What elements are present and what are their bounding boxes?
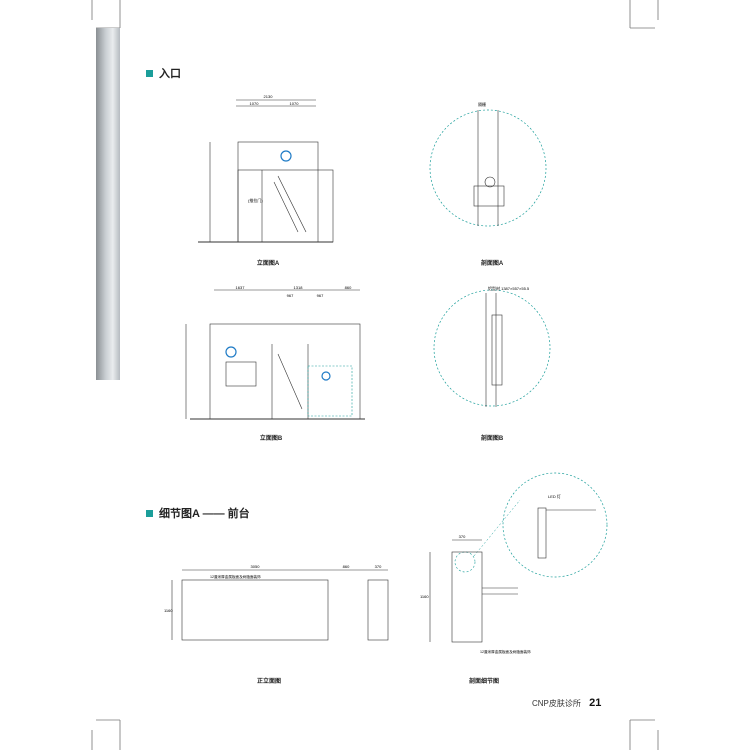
caption-front-elevation: 正立面图 xyxy=(256,679,281,685)
caption-elev-a: 立面图A xyxy=(256,261,280,267)
front-side1-dim: 860 xyxy=(343,564,350,569)
section-a-drawing: 隔栅 xyxy=(429,101,547,227)
section-detail-drawing: LED 灯 370 1160 12厘米厚金属板面及树脂面装饰 xyxy=(420,472,608,654)
elev-b-dim-2: 1318 xyxy=(294,285,304,290)
elevation-a-drawing: 2130 1070 1070 (推拉门) xyxy=(198,94,334,243)
sect-panel-note: 12厘米厚金属板面及树脂面装饰 xyxy=(480,649,531,654)
front-width-dim: 3050 xyxy=(251,564,261,569)
sect-top-dim: 370 xyxy=(459,534,466,539)
elev-b-dim-5: 967 xyxy=(317,293,324,298)
sect-height-dim: 1160 xyxy=(420,594,429,599)
led-note: LED 灯 xyxy=(548,493,561,499)
page-folio: CNP皮肤诊所 21 xyxy=(532,697,601,709)
elev-b-dim-4: 967 xyxy=(287,293,294,298)
section-title-detail: 细节图A —— 前台 xyxy=(146,505,250,521)
elev-b-dim-3: 860 xyxy=(345,285,352,290)
caption-elev-b: 立面图B xyxy=(259,436,283,442)
front-panel-note: 12厘米厚金属板面及树脂面装饰 xyxy=(210,574,261,579)
elev-a-top-dim: 2130 xyxy=(264,94,274,99)
sect-a-grille-note: 隔栅 xyxy=(478,101,486,107)
logo-icon xyxy=(280,150,292,162)
section-marker xyxy=(146,69,153,77)
caption-section-detail: 剖面细节图 xyxy=(468,679,499,685)
publisher-name: CNP皮肤诊所 xyxy=(532,699,581,708)
section-title-text: 细节图A —— 前台 xyxy=(159,508,250,520)
page-number: 21 xyxy=(589,697,602,709)
section-title-text: 入口 xyxy=(159,68,181,80)
front-elevation-drawing: 3050 860 370 1160 12厘米厚金属板面及树脂面装饰 xyxy=(164,564,389,641)
section-title-entrance: 入口 xyxy=(146,65,181,81)
section-b-drawing: 铝型材 1387×557×55.5 xyxy=(433,285,551,407)
caption-sect-a: 剖面图A xyxy=(480,261,504,267)
elev-a-right-dim: 1070 xyxy=(290,101,300,106)
front-side2-dim: 370 xyxy=(375,564,382,569)
caption-sect-b: 剖面图B xyxy=(480,436,504,442)
logo-icon xyxy=(225,346,331,381)
front-height-dim: 1160 xyxy=(164,608,173,613)
sect-b-dim-note: 铝型材 1387×557×55.5 xyxy=(488,285,530,291)
elevation-b-drawing: 1637 1318 860 967 967 xyxy=(185,285,365,420)
elev-b-dim-1: 1637 xyxy=(236,285,246,290)
photo-strip xyxy=(96,28,120,380)
section-marker xyxy=(146,509,153,517)
elev-a-door-note: (推拉门) xyxy=(248,197,263,203)
elev-a-left-dim: 1070 xyxy=(250,101,260,106)
